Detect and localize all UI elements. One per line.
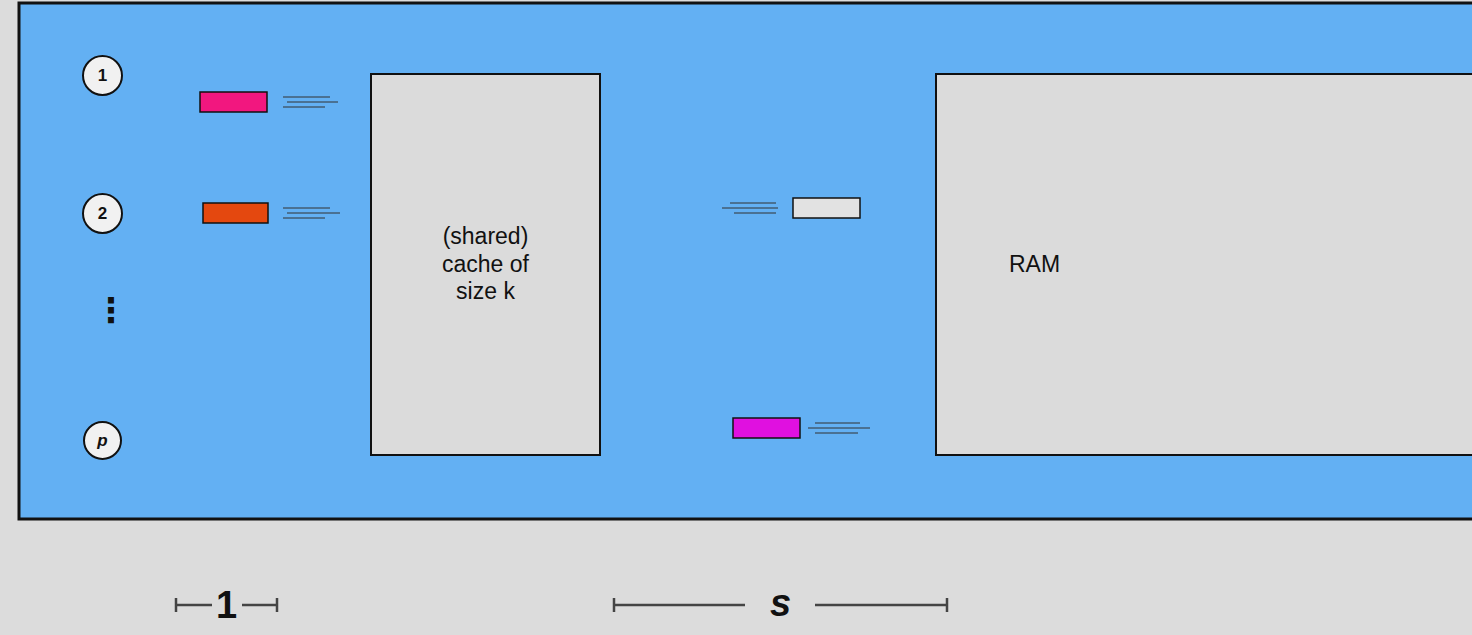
cache-box: (shared) cache of size k — [370, 73, 601, 456]
processor-circle: 1 — [82, 55, 123, 96]
node-text: 1 — [98, 66, 107, 86]
page-block — [733, 418, 800, 438]
node-text: p — [97, 431, 107, 451]
request-block — [203, 203, 268, 223]
ellipsis: ⋮ — [94, 290, 128, 330]
node-text: (shared) cache of size k — [436, 223, 536, 306]
processor-circle: p — [83, 421, 122, 460]
node-text: 2 — [98, 204, 107, 224]
ram-box: RAM — [935, 73, 1472, 456]
request-block — [200, 92, 267, 112]
node-text: RAM — [1009, 251, 1060, 279]
processor-circle: 2 — [82, 193, 123, 234]
page-block — [793, 198, 860, 218]
scale-bar — [176, 598, 947, 612]
scale-value: 1 — [216, 584, 237, 627]
scale-value: s — [770, 582, 791, 625]
